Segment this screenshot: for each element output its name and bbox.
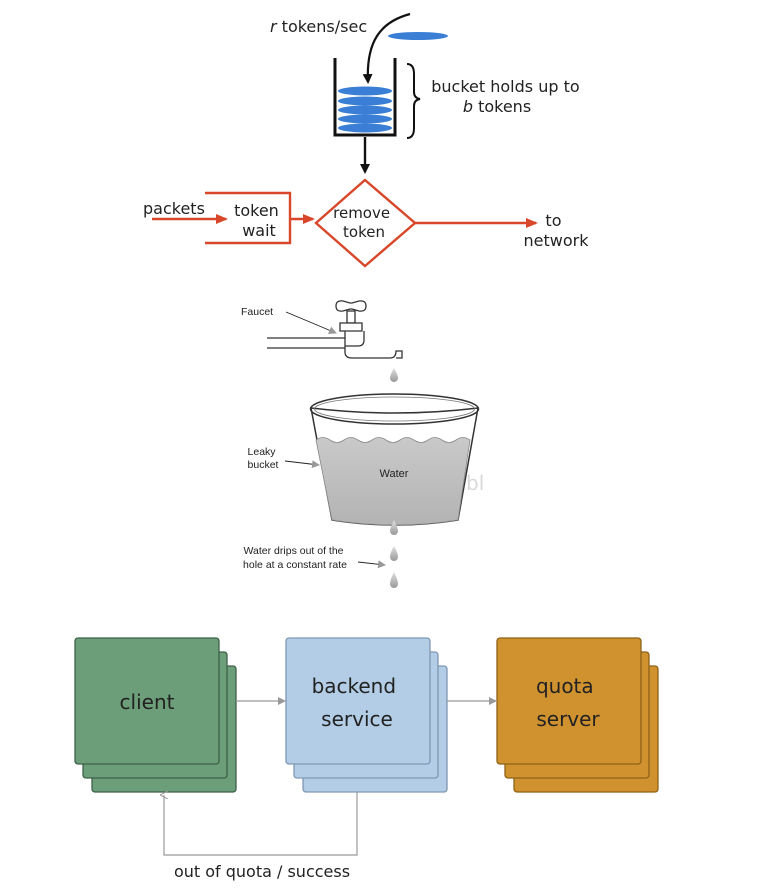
quota-architecture-diagram: client backend service quota server out … bbox=[74, 637, 659, 881]
token-bucket-container bbox=[333, 58, 397, 137]
token-stack bbox=[338, 86, 392, 133]
bucket-capacity-label: bucket holds up to b tokens bbox=[431, 77, 584, 116]
drip-pointer bbox=[357, 560, 386, 569]
to-network-label: to network bbox=[524, 211, 590, 250]
remove-token-label: remove token bbox=[333, 204, 395, 241]
token-wait-label: token wait bbox=[234, 201, 284, 240]
water-fill bbox=[315, 437, 471, 526]
falling-drop-icon bbox=[390, 368, 398, 382]
leaky-bucket-shape bbox=[309, 393, 480, 526]
packets-label: packets bbox=[143, 199, 205, 218]
water-label: Water bbox=[380, 468, 409, 480]
backend-service-box bbox=[285, 637, 448, 793]
falling-token bbox=[388, 32, 448, 40]
token-rate-label: r tokens/sec bbox=[270, 17, 367, 36]
token-bucket-diagram: r tokens/sec bucket holds up to b tokens… bbox=[143, 12, 590, 268]
leaky-bucket-label: Leaky bucket bbox=[248, 446, 279, 471]
quota-server-label: quota server bbox=[536, 674, 600, 731]
faucet-pointer bbox=[285, 311, 337, 334]
remove-token-diamond bbox=[314, 178, 417, 268]
backend-service-label: backend service bbox=[312, 674, 403, 731]
drip-rate-label: Water drips out of the hole at a constan… bbox=[243, 545, 347, 571]
faucet-icon bbox=[267, 300, 403, 359]
capacity-brace bbox=[406, 63, 421, 139]
quota-server-box bbox=[496, 637, 659, 793]
client-box bbox=[74, 637, 237, 793]
bucket-pointer bbox=[284, 460, 320, 469]
quota-response-label: out of quota / success bbox=[174, 862, 350, 881]
dripping-drops-icon bbox=[390, 520, 398, 588]
client-label: client bbox=[120, 690, 175, 714]
leaky-bucket-diagram: Faucet Water bl Leaky bucket bbox=[241, 300, 484, 588]
token-inflow-arrow bbox=[362, 12, 411, 84]
watermark-text: bl bbox=[466, 471, 484, 495]
quota-response-arrow bbox=[164, 792, 358, 856]
faucet-label: Faucet bbox=[241, 306, 273, 318]
